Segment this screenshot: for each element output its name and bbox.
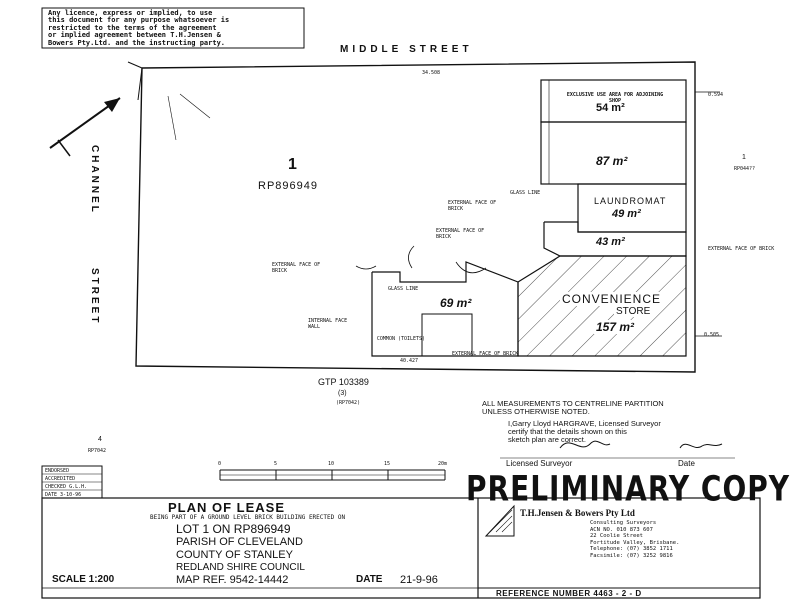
scale-tick: 15 (384, 461, 391, 467)
county: COUNTY OF STANLEY (176, 549, 293, 561)
scale-tick: 20m (438, 461, 448, 467)
convenience-label-2: STORE (614, 306, 653, 317)
east-plan: RP044?? (734, 166, 756, 172)
parish: PARISH OF CLEVELAND (176, 536, 303, 548)
scale-tick: 10 (328, 461, 335, 467)
glass-line-label: GLASS LINE (510, 190, 541, 196)
measurement-note: ALL MEASUREMENTS TO CENTRELINE PARTITION… (482, 400, 664, 416)
plan-title: PLAN OF LEASE (168, 500, 286, 515)
certification-line: sketch plan are correct. (508, 435, 586, 444)
firm-logo-icon (484, 504, 515, 537)
measurement-note-line: ALL MEASUREMENTS TO CENTRELINE PARTITION (482, 399, 664, 408)
check-accredited: ACCREDITED (45, 476, 76, 482)
surveyor-label: Licensed Surveyor (506, 459, 573, 468)
certification-line: I,Garry Lloyd HARGRAVE, Licensed Surveyo… (508, 419, 661, 428)
south-sub: (3) (338, 390, 347, 397)
check-date: DATE 3-10-96 (45, 492, 82, 498)
dimension-label: 0.505 (704, 332, 720, 338)
scale-tick: 5 (274, 461, 278, 467)
street-west-2: STREET (89, 268, 100, 326)
scale-bar (219, 469, 446, 481)
lot-boundary (135, 61, 696, 373)
external-face-label: EXTERNAL FACE OF BRICK (272, 262, 321, 274)
disclaimer-line: restricted to the terms of the agreement (48, 23, 217, 32)
convenience-label-1: CONVENIENCE (560, 292, 664, 306)
convenience-area-value: 157 m² (594, 320, 637, 334)
main-lot-number: 1 (288, 156, 297, 173)
firm-line: ACN NO. 010 873 607 (590, 526, 653, 533)
date-signature-icon (679, 443, 723, 449)
plan-subtitle: BEING PART OF A GROUND LEVEL BRICK BUILD… (150, 514, 346, 521)
shop-area-value: 87 m² (596, 154, 628, 168)
scale-tick: 0 (218, 461, 222, 467)
council: REDLAND SHIRE COUNCIL (176, 562, 305, 573)
laundromat-area-value: 49 m² (612, 208, 641, 220)
external-face-label: EXTERNAL FACE OF BRICK (448, 200, 497, 212)
title-block (41, 497, 761, 599)
laundromat-label: LAUNDROMAT (594, 196, 667, 206)
certification: I,Garry Lloyd HARGRAVE, Licensed Surveyo… (508, 420, 661, 444)
disclaimer-line: Any licence, express or implied, to use (48, 9, 213, 17)
firm-line: Telephone: (07) 3852 1711 (590, 546, 673, 552)
check-endorsed: ENDORSED (45, 468, 70, 474)
external-face-label: EXTERNAL FACE OF BRICK (452, 351, 519, 357)
firm-name: T.H.Jensen & Bowers Pty Ltd (520, 508, 635, 518)
firm-line: Fortitude Valley, Brisbane. (590, 539, 680, 546)
north-arrow-icon (49, 97, 121, 157)
front-unit-69 (371, 261, 519, 357)
south-sub2: (RP7042) (336, 400, 361, 406)
street-west-1: CHANNEL (89, 145, 100, 215)
lot-description: LOT 1 ON RP896949 (176, 522, 291, 536)
internal-face-label: INTERNAL FACE WALL (308, 318, 348, 330)
southwest-plan: RP7042 (88, 448, 107, 454)
map-reference: MAP REF. 9542-14442 (176, 574, 289, 586)
external-face-label: EXTERNAL FACE OF BRICK (708, 246, 775, 252)
east-lot: 1 (742, 154, 746, 161)
convenience-store (517, 255, 687, 357)
street-north: MIDDLE STREET (340, 44, 473, 55)
date-label: DATE (356, 574, 383, 585)
disclaimer-box (41, 7, 305, 49)
disclaimer-line: Bowers Pty.Ltd. and the instructing part… (48, 38, 226, 47)
scale-label: SCALE 1:200 (52, 574, 115, 585)
date-value: 21-9-96 (400, 574, 438, 586)
toilets (421, 313, 473, 357)
exclusive-area-value: 54 m² (596, 102, 625, 114)
disclaimer-line: or implied agreement between T.H.Jensen … (48, 31, 221, 40)
glass-line-label: GLASS LINE (388, 286, 419, 292)
measurement-note-line: UNLESS OTHERWISE NOTED. (482, 407, 590, 416)
firm-line: Consulting Surveyors (590, 520, 657, 526)
dimension-label: 34.508 (422, 70, 441, 76)
reference-number: REFERENCE NUMBER 4463 - 2 - D (496, 589, 642, 598)
check-checked: CHECKED G.L.H. (45, 484, 88, 490)
toilets-label: COMMON (TOILETS) (376, 336, 426, 342)
date-sign-label: Date (678, 459, 695, 468)
disclaimer-line: this document for any purpose whatsoever… (48, 16, 230, 25)
southwest-lot: 4 (98, 436, 102, 443)
unit-43-area-value: 43 m² (596, 236, 625, 248)
main-plan: RP896949 (258, 180, 318, 192)
shop-87 (540, 121, 687, 185)
firm-details: Consulting Surveyors ACN NO. 010 873 607… (590, 520, 679, 559)
certification-line: certify that the details shown on this (508, 427, 627, 436)
unit-43 (543, 221, 687, 257)
firm-line: 22 Coolie Street (590, 533, 643, 539)
exclusive-area-label: EXCLUSIVE USE AREA FOR ADJOINING SHOP (566, 92, 664, 104)
front-unit-area-value: 69 m² (440, 296, 472, 310)
dimension-label: 0.594 (708, 92, 724, 98)
south-title: GTP 103389 (318, 377, 369, 387)
preliminary-copy-stamp: PRELIMINARY COPY (466, 468, 791, 510)
signature-icon (559, 440, 611, 449)
firm-line: Facsimile: (07) 3252 9816 (590, 552, 673, 559)
external-face-label: EXTERNAL FACE OF BRICK (436, 228, 485, 240)
disclaimer-text: Any licence, express or implied, to use … (48, 9, 304, 47)
dimension-label: 40.427 (400, 358, 419, 364)
